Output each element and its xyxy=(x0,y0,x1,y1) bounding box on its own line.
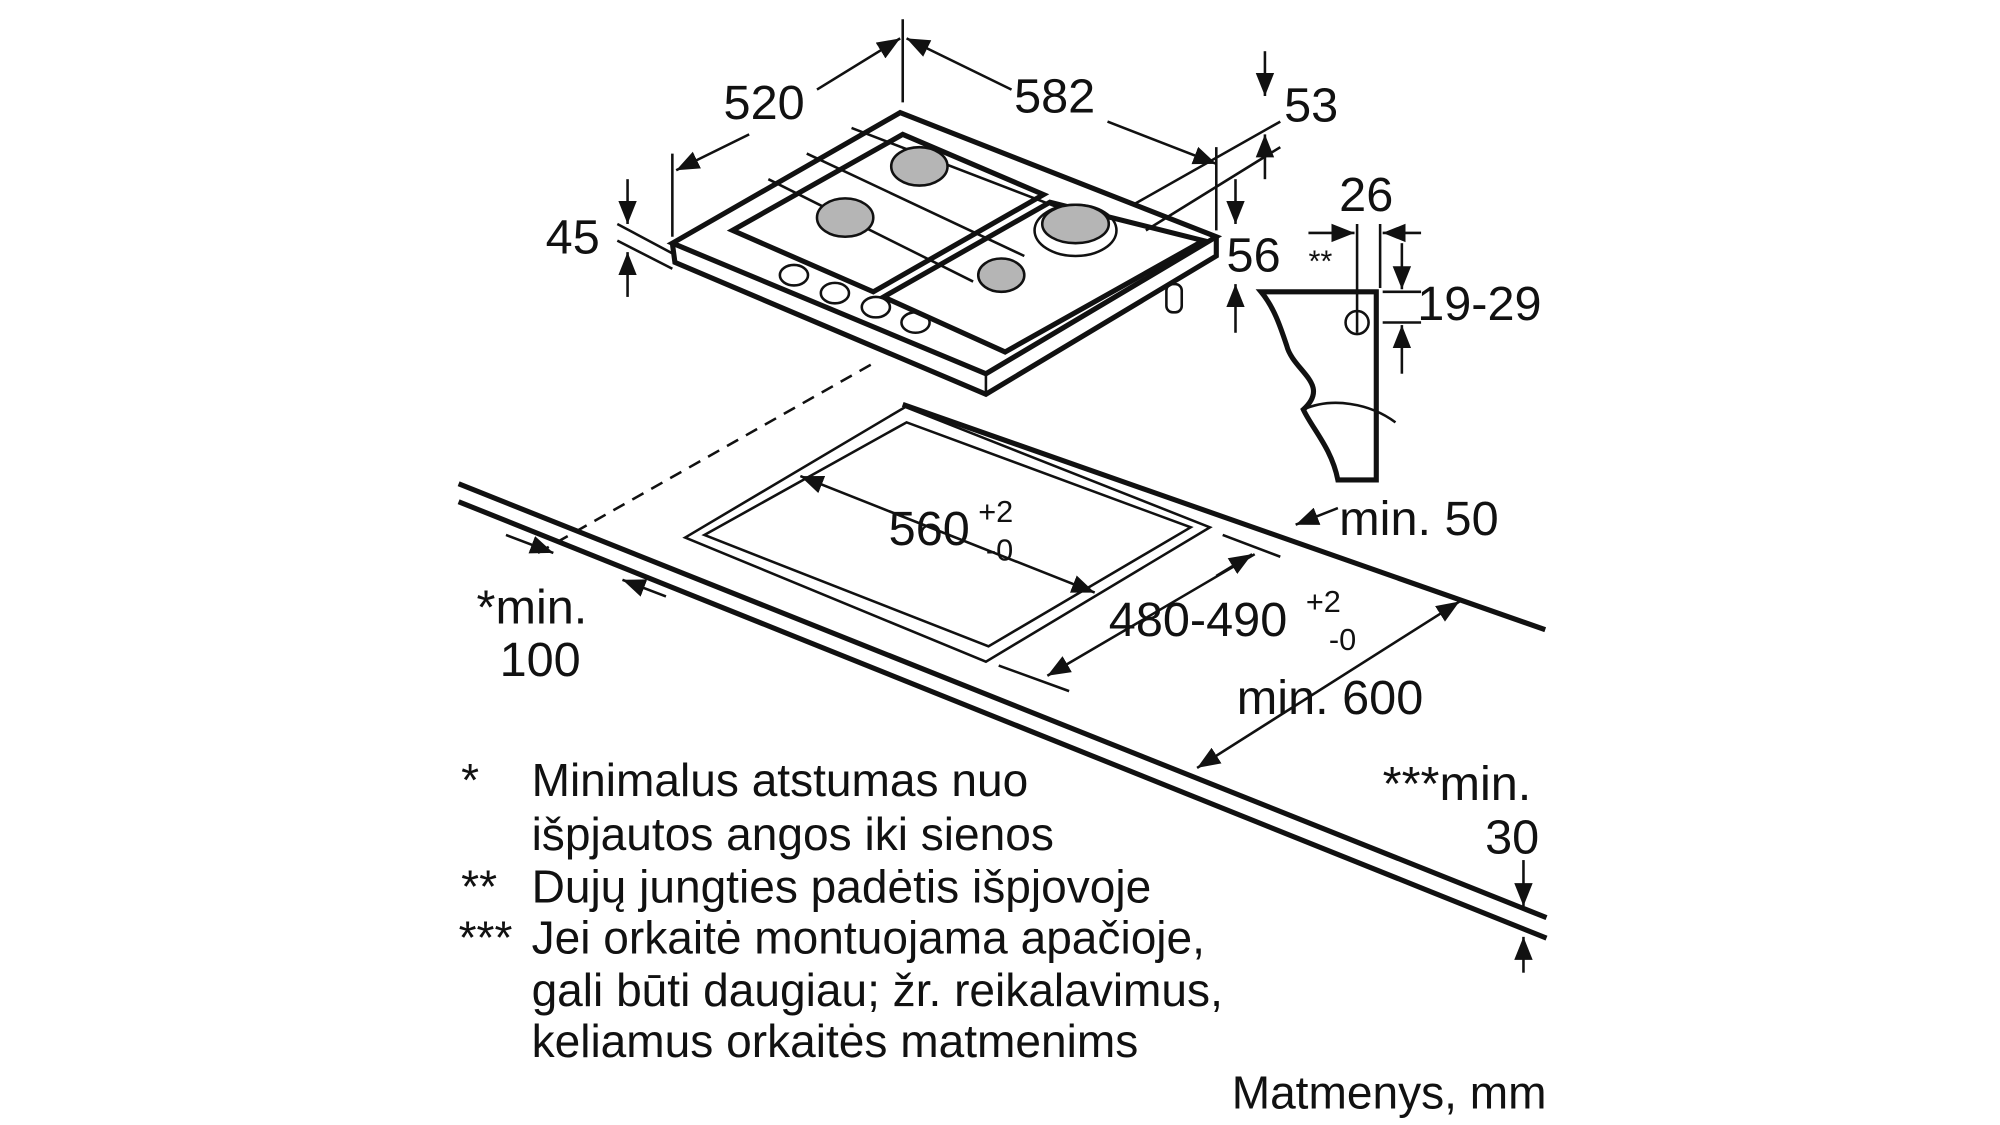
control-knobs xyxy=(778,263,1184,335)
note-line: Minimalus atstumas nuo xyxy=(532,754,1029,806)
worktop-cutout xyxy=(537,363,1213,664)
note-line: keliamus orkaitės matmenims xyxy=(532,1015,1139,1067)
hob-height-label: 45 xyxy=(546,210,600,264)
gas-height-label: 19-29 xyxy=(1417,277,1541,331)
burner-icon xyxy=(889,145,949,187)
footnotes: * Minimalus atstumas nuo išpjautos angos… xyxy=(459,754,1223,1067)
gas-connection-section xyxy=(1255,289,1397,483)
cutout-depth-tol-plus: +2 xyxy=(1306,584,1341,619)
worktop xyxy=(457,402,1548,941)
min-back-label: min. 50 xyxy=(1339,492,1498,546)
gas-marker-label: ** xyxy=(1308,243,1332,278)
note-marker: ** xyxy=(461,860,497,912)
burner-icon xyxy=(815,197,875,239)
cutout-depth-label: 480-490 xyxy=(1109,593,1287,647)
min-below-label: ***min. xyxy=(1383,757,1532,811)
cutout-width-tol-minus: -0 xyxy=(986,533,1013,568)
note-marker: * xyxy=(461,754,479,806)
gas-offset-label: 26 xyxy=(1339,168,1393,222)
glass-offset-label: 53 xyxy=(1284,79,1338,133)
min-wall-label: *min. xyxy=(477,580,588,634)
note-line: išpjautos angos iki sienos xyxy=(532,808,1054,860)
dimension-lines xyxy=(505,19,1533,973)
cutout-width-label: 560 xyxy=(889,502,970,556)
note-line: Jei orkaitė montuojama apačioje, xyxy=(532,911,1205,963)
note-line: gali būti daugiau; žr. reikalavimus, xyxy=(532,964,1223,1016)
units-label: Matmenys, mm xyxy=(1232,1066,1547,1118)
min-below-value: 30 xyxy=(1485,811,1539,865)
burner-icon xyxy=(976,257,1026,294)
note-line: Dujų jungties padėtis išpjovoje xyxy=(532,860,1152,912)
width-label: 582 xyxy=(1014,70,1095,124)
min-worktop-label: min. 600 xyxy=(1237,671,1423,725)
depth-label: 520 xyxy=(724,76,805,130)
burner-icon xyxy=(1040,203,1111,245)
cutout-depth-tol-minus: -0 xyxy=(1329,622,1356,657)
min-wall-value: 100 xyxy=(500,633,581,687)
side-height-label: 56 xyxy=(1227,228,1281,282)
cutout-width-tol-plus: +2 xyxy=(978,494,1013,529)
gas-connection-icon xyxy=(1344,309,1370,336)
gas-hob xyxy=(666,109,1223,398)
note-marker: *** xyxy=(459,911,513,963)
